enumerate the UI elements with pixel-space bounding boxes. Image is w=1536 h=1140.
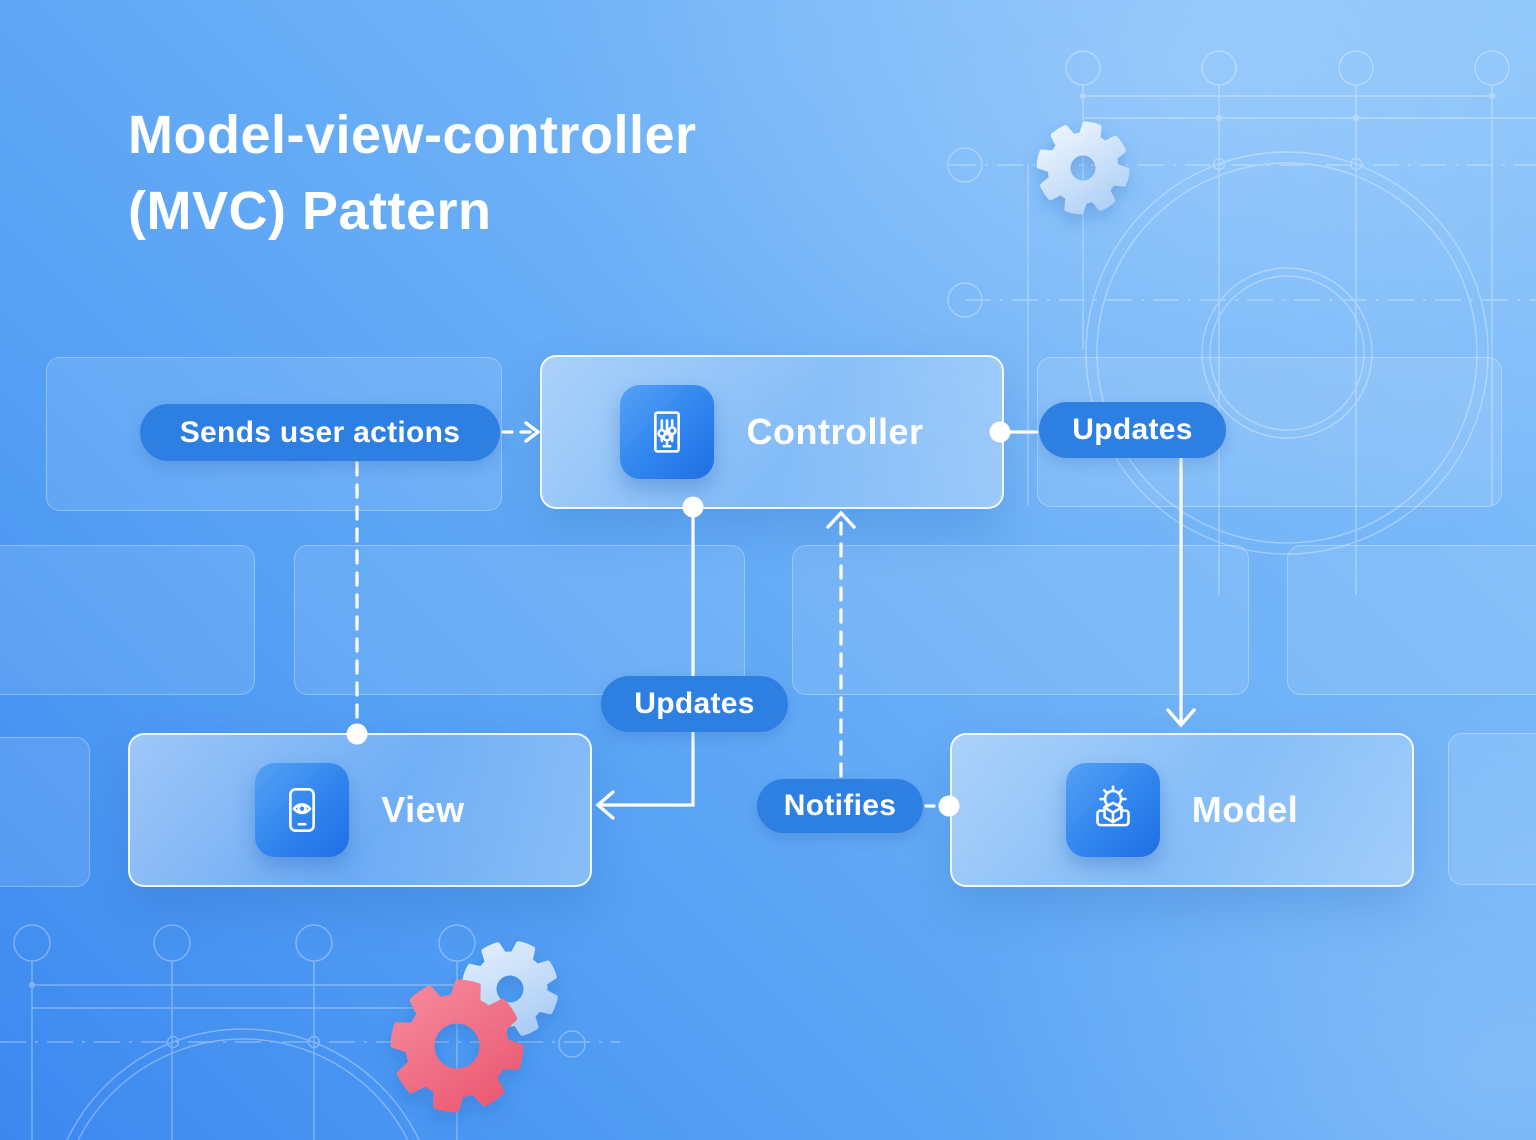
page-title: Model-view-controller (MVC) Pattern: [128, 97, 697, 249]
connection-dot-controller-bottom: [682, 496, 704, 518]
edge-updates-view-line: [599, 511, 695, 807]
edge-label-updates-view: Updates: [601, 676, 788, 732]
cube-gear-icon: [1065, 763, 1160, 857]
node-label-controller: Controller: [746, 411, 924, 452]
blueprint-top-right: [947, 50, 1536, 595]
connection-dot-view-top: [346, 723, 368, 745]
gear-icon-bottom-pink: [390, 979, 524, 1113]
sliders-icon: [620, 385, 715, 479]
arrowhead-left: [595, 790, 615, 820]
connection-dot-model-left: [938, 795, 960, 817]
decorative-panel: [0, 737, 90, 887]
blueprint-bottom-left: [0, 924, 620, 1140]
decorative-panel: [792, 545, 1249, 695]
node-label-view: View: [381, 789, 465, 830]
arrowhead-right: [524, 421, 541, 443]
title-line-1: Model-view-controller: [128, 105, 697, 165]
phone-eye-icon: [255, 763, 350, 857]
node-label-model: Model: [1191, 789, 1299, 830]
node-view: View: [128, 733, 592, 887]
decorative-panel: [294, 545, 745, 695]
node-model: Model: [950, 733, 1414, 887]
decorative-panel: [1448, 733, 1536, 885]
decorative-panel: [0, 545, 255, 695]
connection-dot-controller-right: [989, 421, 1011, 443]
arrowhead-up: [826, 510, 856, 529]
node-controller: Controller: [540, 355, 1004, 509]
edge-label-updates-model: Updates: [1039, 402, 1226, 458]
edge-label-sends-user-actions: Sends user actions: [140, 404, 500, 461]
edge-label-notifies: Notifies: [757, 779, 923, 833]
gear-icon-top-right-light: [1036, 121, 1130, 215]
arrowhead-down: [1166, 708, 1196, 728]
decorative-panel: [1287, 545, 1536, 695]
title-line-2: (MVC) Pattern: [128, 181, 492, 241]
